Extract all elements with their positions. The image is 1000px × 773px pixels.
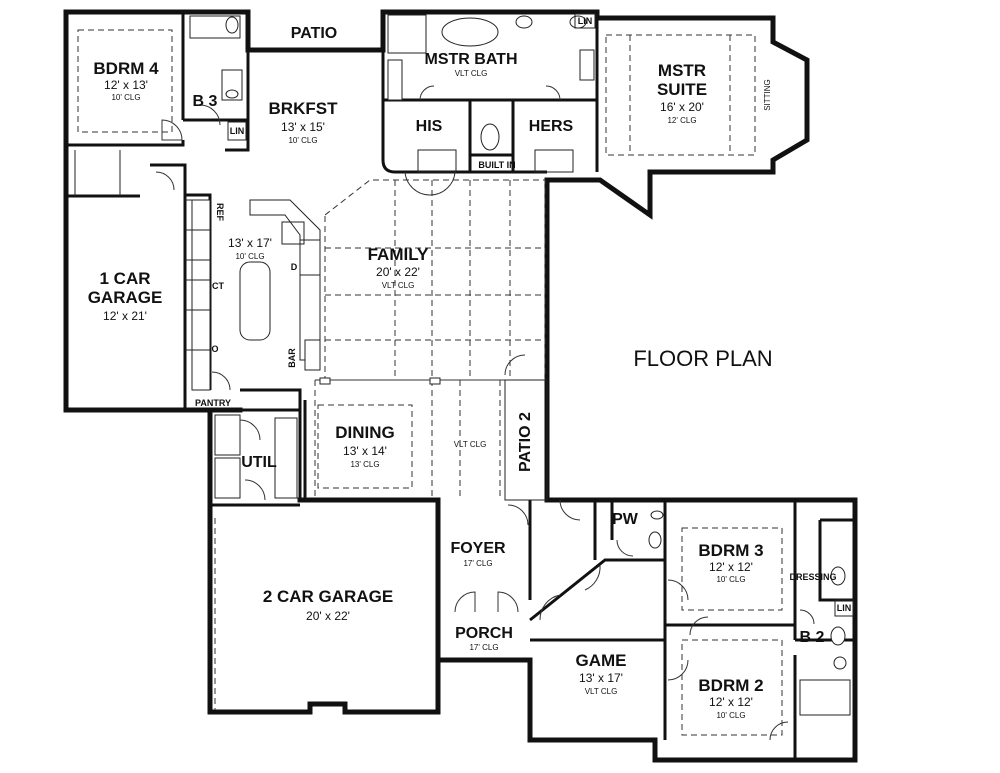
his-name: HIS: [416, 118, 443, 135]
bar-label: BAR: [287, 348, 297, 368]
brkfst-clg: 10' CLG: [288, 136, 317, 145]
d-label: D: [291, 262, 298, 272]
o-label: O: [211, 344, 218, 354]
ceiling-dashes: [77, 29, 783, 736]
pantry-label: PANTRY: [195, 398, 231, 408]
interior-walls: [66, 12, 855, 760]
room-labels: BDRM 4 12' x 13' 10' CLG B 3 PATIO BRKFS…: [88, 25, 837, 720]
bdrm4-size: 12' x 13': [104, 78, 148, 92]
fixtures: [185, 14, 851, 716]
gallery-clg: VLT CLG: [454, 440, 487, 449]
mstr-bath-clg: VLT CLG: [455, 69, 488, 78]
bdrm4-name: BDRM 4: [93, 59, 159, 78]
foyer-clg: 17' CLG: [463, 559, 492, 568]
doors: [155, 85, 815, 741]
bdrm4-clg: 10' CLG: [111, 93, 140, 102]
game-clg: VLT CLG: [585, 687, 618, 696]
game-name: GAME: [576, 651, 627, 670]
bdrm2-size: 12' x 12': [709, 695, 753, 709]
dressing-label: DRESSING: [789, 572, 836, 582]
brkfst-name: BRKFST: [269, 99, 339, 118]
lin-label-mstr: LIN: [578, 16, 593, 26]
family-name: FAMILY: [368, 245, 429, 264]
family-size: 20' x 22': [376, 265, 420, 279]
b2-name: B 2: [800, 629, 825, 646]
garage1-size: 12' x 21': [103, 309, 147, 323]
game-size: 13' x 17': [579, 671, 623, 685]
dining-size: 13' x 14': [343, 444, 387, 458]
small-labels: LIN LIN LIN REF CT D O BAR: [211, 13, 854, 617]
b3-name: B 3: [193, 93, 218, 110]
family-clg: VLT CLG: [382, 281, 415, 290]
porch-clg: 17' CLG: [469, 643, 498, 652]
bdrm3-clg: 10' CLG: [716, 575, 745, 584]
foyer-name: FOYER: [450, 540, 506, 557]
mstr-suite-name-1: MSTR: [658, 61, 706, 80]
plan-title: FLOOR PLAN: [633, 346, 772, 371]
mstr-suite-clg: 12' CLG: [667, 116, 696, 125]
lin-label-b2: LIN: [837, 603, 852, 613]
bdrm2-clg: 10' CLG: [716, 711, 745, 720]
mstr-suite-name-2: SUITE: [657, 80, 707, 99]
ref-label: REF: [215, 203, 225, 222]
garage2-name: 2 CAR GARAGE: [263, 587, 393, 606]
util-name: UTIL: [241, 454, 277, 471]
bdrm3-size: 12' x 12': [709, 560, 753, 574]
brkfst-size: 13' x 15': [281, 120, 325, 134]
ct-label: CT: [212, 281, 224, 291]
bdrm3-name: BDRM 3: [698, 541, 763, 560]
garage1-name-1: 1 CAR: [99, 269, 150, 288]
patio-top-name: PATIO: [291, 25, 338, 42]
hers-name: HERS: [529, 118, 574, 135]
kitchen-clg: 10' CLG: [235, 252, 264, 261]
garage1-name-2: GARAGE: [88, 288, 163, 307]
mstr-suite-size: 16' x 20': [660, 100, 704, 114]
dining-clg: 13' CLG: [350, 460, 379, 469]
pw-name: PW: [612, 511, 639, 528]
patio2-name: PATIO 2: [517, 412, 534, 472]
garage2-size: 20' x 22': [306, 609, 350, 623]
built-in-label: BUILT IN: [478, 160, 515, 170]
porch-name: PORCH: [455, 625, 513, 642]
dining-name: DINING: [335, 423, 395, 442]
mstr-bath-name: MSTR BATH: [424, 51, 517, 68]
sitting-label: SITTING: [763, 79, 772, 111]
bdrm2-name: BDRM 2: [698, 676, 763, 695]
kitchen-size: 13' x 17': [228, 236, 272, 250]
lin-label-b3: LIN: [230, 126, 245, 136]
